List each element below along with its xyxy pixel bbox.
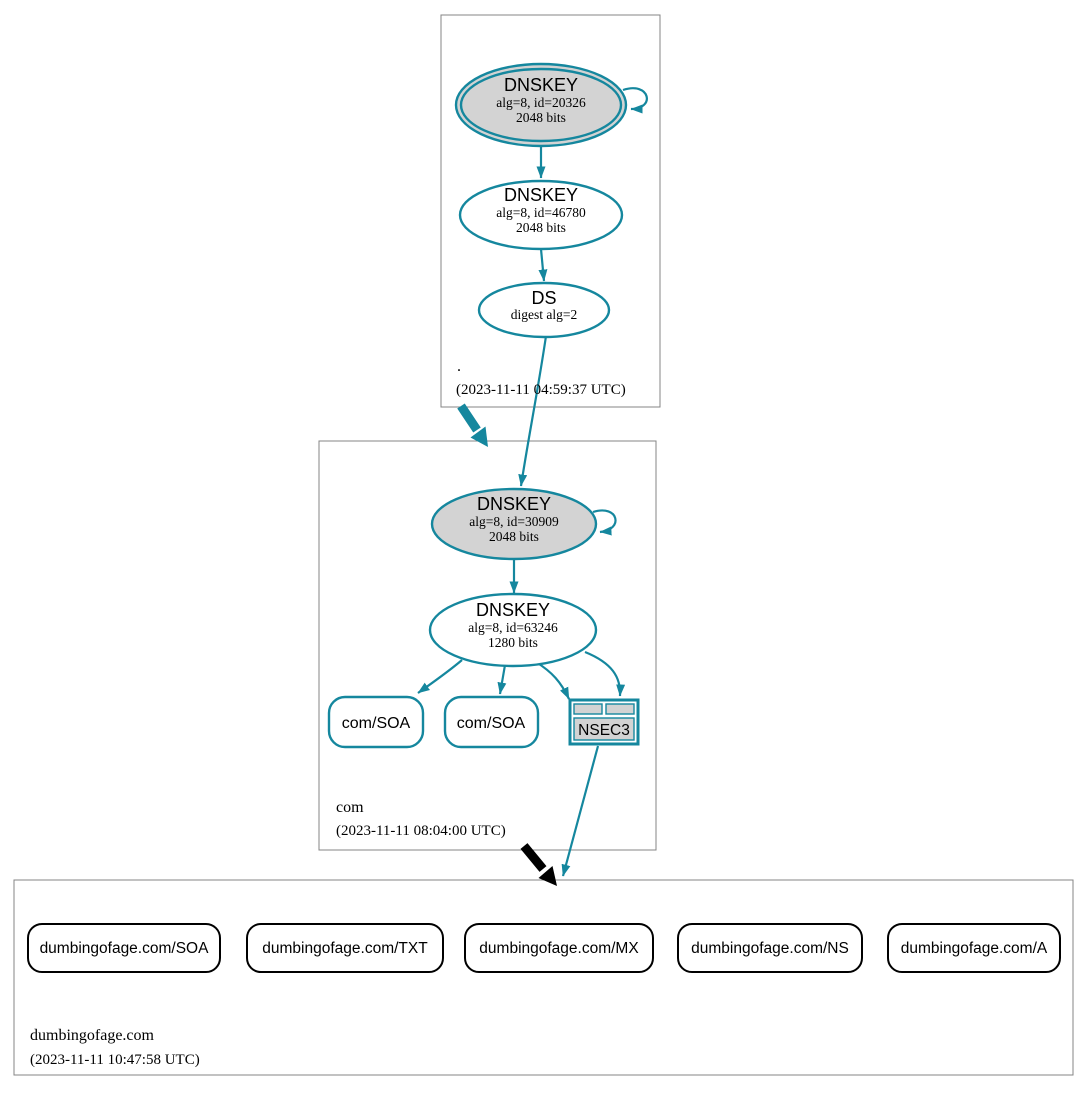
svg-text:DNSKEY: DNSKEY — [504, 185, 578, 205]
svg-text:alg=8, id=30909: alg=8, id=30909 — [469, 514, 559, 529]
zone-timestamp-dumbingofage: (2023-11-11 10:47:58 UTC) — [30, 1052, 200, 1068]
edge-root-zsk-to-ds — [538, 248, 548, 282]
edge-com-ksk-selfloop — [592, 509, 617, 536]
zone-label-root: . — [457, 358, 461, 375]
delegation-arrow-root-to-com — [457, 403, 488, 447]
svg-text:alg=8, id=46780: alg=8, id=46780 — [496, 205, 586, 220]
zone-timestamp-com: (2023-11-11 08:04:00 UTC) — [336, 823, 506, 839]
svg-text:dumbingofage.com/TXT: dumbingofage.com/TXT — [262, 940, 428, 957]
svg-text:DNSKEY: DNSKEY — [504, 75, 578, 95]
node-com-soa-2[interactable]: com/SOA — [443, 695, 540, 749]
svg-text:dumbingofage.com/NS: dumbingofage.com/NS — [691, 940, 849, 957]
node-root-ksk-dnskey-20326[interactable]: DNSKEY alg=8, id=20326 2048 bits — [454, 62, 628, 148]
svg-text:com/SOA: com/SOA — [342, 715, 411, 732]
svg-text:dumbingofage.com/A: dumbingofage.com/A — [901, 940, 1048, 957]
node-dumbingofage-soa[interactable]: dumbingofage.com/SOA — [27, 923, 221, 973]
svg-text:dumbingofage.com/SOA: dumbingofage.com/SOA — [40, 940, 210, 957]
svg-text:1280 bits: 1280 bits — [488, 635, 538, 650]
svg-text:alg=8, id=20326: alg=8, id=20326 — [496, 95, 586, 110]
node-root-zsk-dnskey-46780[interactable]: DNSKEY alg=8, id=46780 2048 bits — [458, 179, 624, 251]
zone-label-com: com — [336, 799, 364, 816]
svg-text:2048 bits: 2048 bits — [489, 529, 539, 544]
node-com-nsec3[interactable]: NSEC3 — [568, 698, 640, 746]
zone-box-dumbingofage — [13, 879, 1074, 1076]
zone-timestamp-root: (2023-11-11 04:59:37 UTC) — [456, 382, 626, 398]
zone-label-dumbingofage: dumbingofage.com — [30, 1027, 155, 1044]
edge-com-zsk-to-soa2 — [497, 664, 507, 695]
delegation-arrow-com-to-dumbingofage — [520, 843, 557, 886]
node-dumbingofage-txt[interactable]: dumbingofage.com/TXT — [246, 923, 444, 973]
nsec3-cell-right — [605, 703, 635, 715]
edge-com-zsk-to-nsec3-right — [584, 650, 626, 697]
node-dumbingofage-a[interactable]: dumbingofage.com/A — [887, 923, 1061, 973]
svg-text:NSEC3: NSEC3 — [578, 722, 630, 739]
svg-text:digest alg=2: digest alg=2 — [511, 307, 577, 322]
svg-text:DS: DS — [531, 288, 556, 308]
edge-nsec3-to-dumbingofage — [561, 745, 600, 877]
node-com-soa-1[interactable]: com/SOA — [327, 695, 425, 749]
svg-text:2048 bits: 2048 bits — [516, 110, 566, 125]
node-root-ds[interactable]: DS digest alg=2 — [477, 281, 611, 339]
svg-text:2048 bits: 2048 bits — [516, 220, 566, 235]
node-com-ksk-dnskey-30909[interactable]: DNSKEY alg=8, id=30909 2048 bits — [430, 487, 598, 561]
edge-root-ksk-selfloop — [622, 87, 648, 114]
nsec3-cell-label — [573, 717, 635, 741]
node-dumbingofage-ns[interactable]: dumbingofage.com/NS — [677, 923, 863, 973]
svg-text:alg=8, id=63246: alg=8, id=63246 — [468, 620, 558, 635]
node-dumbingofage-mx[interactable]: dumbingofage.com/MX — [464, 923, 654, 973]
svg-text:DNSKEY: DNSKEY — [477, 494, 551, 514]
svg-text:dumbingofage.com/MX: dumbingofage.com/MX — [479, 940, 639, 957]
svg-text:com/SOA: com/SOA — [457, 715, 526, 732]
edge-ds-to-com-ksk — [518, 335, 548, 487]
edge-com-zsk-to-soa1 — [417, 659, 463, 694]
svg-text:DNSKEY: DNSKEY — [476, 600, 550, 620]
nsec3-cell-left — [573, 703, 603, 715]
node-com-zsk-dnskey-63246[interactable]: DNSKEY alg=8, id=63246 1280 bits — [428, 592, 598, 668]
